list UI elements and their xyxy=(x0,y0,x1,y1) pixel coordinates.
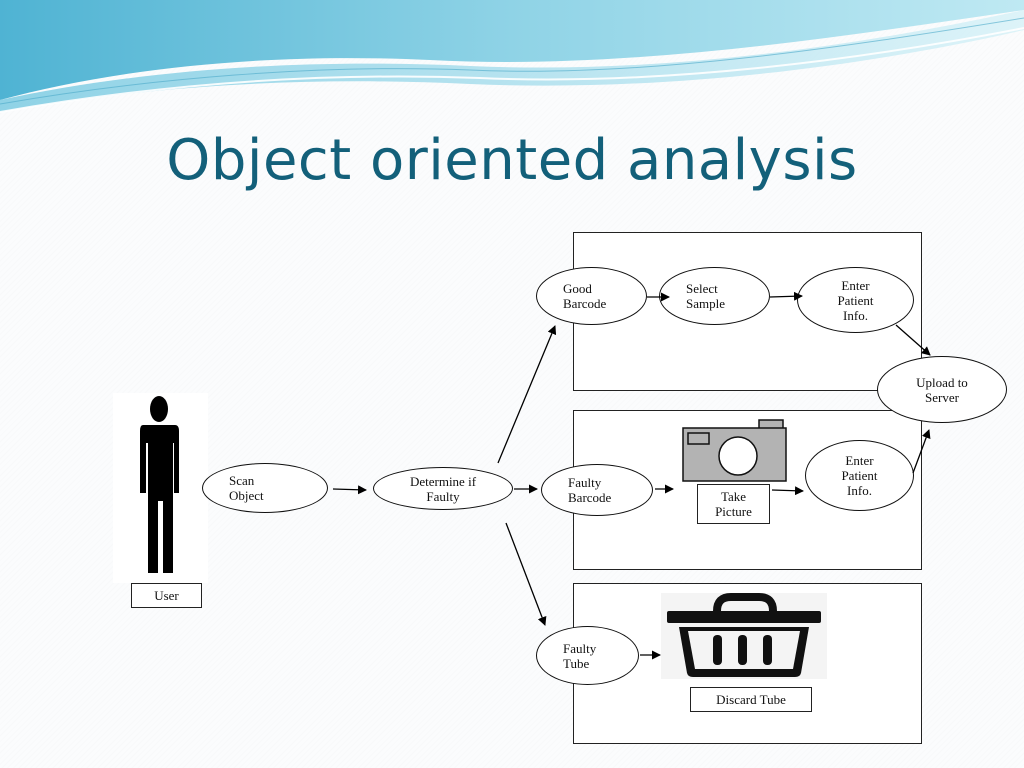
faulty-tube-node: Faulty Tube xyxy=(536,626,639,685)
person-icon xyxy=(113,393,208,583)
determine-if-faulty-node: Determine if Faulty xyxy=(373,467,513,510)
select-sample-node: Select Sample xyxy=(659,267,770,325)
slide-title: Object oriented analysis xyxy=(166,128,858,193)
scan-object-node: Scan Object xyxy=(202,463,328,513)
enter-patient-info-mid-node: Enter Patient Info. xyxy=(805,440,914,511)
basket-icon xyxy=(661,593,827,679)
scan-object-label: Scan Object xyxy=(229,473,264,503)
faulty-barcode-label: Faulty Barcode xyxy=(568,475,612,505)
user-label: User xyxy=(131,583,202,608)
select-sample-label: Select Sample xyxy=(686,281,725,311)
faulty-tube-label: Faulty Tube xyxy=(563,640,597,671)
determine-if-faulty-label: Determine if Faulty xyxy=(409,473,477,504)
camera-icon xyxy=(682,418,788,482)
upload-to-server-label: Upload to Server xyxy=(916,374,968,405)
good-barcode-label: Good Barcode xyxy=(563,281,607,311)
enter-patient-info-mid-label: Enter Patient Info. xyxy=(841,453,878,498)
header-wave xyxy=(0,0,1024,113)
take-picture-label: Take Picture xyxy=(697,484,770,524)
faulty-barcode-node: Faulty Barcode xyxy=(541,464,653,516)
enter-patient-info-top-node: Enter Patient Info. xyxy=(797,267,914,333)
enter-patient-info-top-label: Enter Patient Info. xyxy=(837,277,874,323)
good-barcode-node: Good Barcode xyxy=(536,267,647,325)
upload-to-server-node: Upload to Server xyxy=(877,356,1007,423)
discard-tube-label: Discard Tube xyxy=(690,687,812,712)
